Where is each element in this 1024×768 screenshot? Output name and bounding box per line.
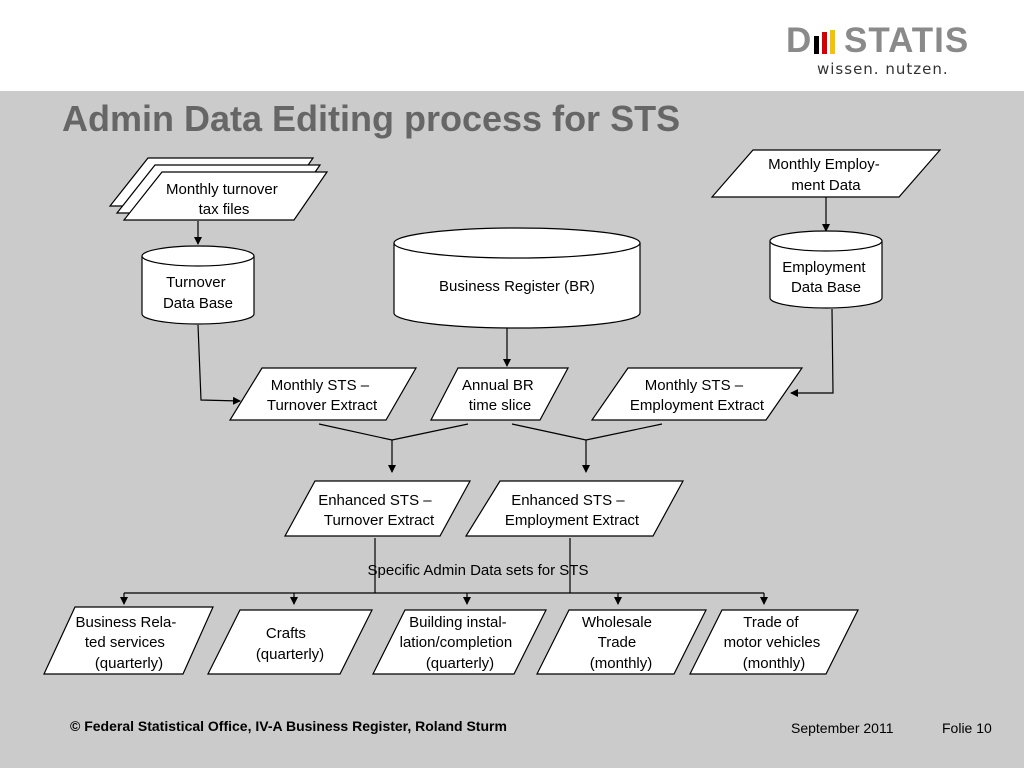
employment-database-label: Employment Data Base (782, 259, 870, 296)
output-crafts (207, 609, 373, 675)
output-building (372, 609, 547, 675)
footer-date: September 2011 (791, 720, 894, 736)
turnover-database-label: Turnover Data Base (163, 274, 233, 312)
annual-br-time-slice (430, 367, 570, 421)
logo-word-statis: STATIS (844, 21, 970, 60)
header-bar: D STATIS wissen. nutzen. (0, 0, 1024, 91)
enhanced-employment-label: Enhanced STS – Employment Extract (505, 492, 640, 529)
employment-data-input (710, 149, 942, 198)
business-register-label: Business Register (BR) (439, 278, 595, 295)
output-business-services (43, 606, 214, 675)
output-wholesale (536, 609, 707, 675)
output-trade-vehicles (689, 609, 859, 675)
output-crafts-label: Crafts (quarterly) (256, 625, 324, 663)
output-trade-vehicles-label: Trade of motor vehicles (monthly) (724, 614, 825, 672)
sts-employment-extract-label: Monthly STS – Employment Extract (630, 377, 765, 414)
german-flag-icon (814, 30, 835, 54)
enhanced-turnover-label: Enhanced STS – Turnover Extract (318, 492, 436, 529)
enhanced-employment-extract (464, 480, 685, 537)
enhanced-turnover-extract (283, 480, 472, 537)
connector-turnover-merge-right (391, 423, 469, 441)
turnover-files-label: Monthly turnover tax files (166, 181, 282, 218)
business-register-cylinder (393, 227, 641, 329)
output-building-label: Building instal- lation/completion (quar… (400, 614, 517, 672)
footer-page-number: Folie 10 (942, 720, 992, 736)
arrow-employment-db-to-sts (790, 308, 834, 397)
logo-tagline: wissen. nutzen. (817, 60, 949, 78)
employment-data-label: Monthly Employ- ment Data (768, 156, 884, 194)
slide-title: Admin Data Editing process for STS (62, 98, 681, 139)
output-business-services-label: Business Rela- ted services (quarterly) (75, 614, 180, 672)
footer-copyright: © Federal Statistical Office, IV-A Busin… (70, 718, 507, 734)
logo-letter-d: D (786, 21, 813, 60)
turnover-database-cylinder (141, 245, 255, 325)
turnover-tax-files-stack (108, 157, 329, 221)
output-wholesale-label: Wholesale Trade (monthly) (582, 614, 656, 672)
connector-employment-merge-right (585, 423, 663, 441)
connector-turnover-merge-left (318, 423, 393, 441)
employment-database-cylinder (769, 230, 883, 309)
arrow-turnover-db-to-sts (197, 324, 241, 405)
annual-br-label: Annual BR time slice (462, 377, 538, 414)
sts-turnover-extract (228, 367, 418, 421)
sts-turnover-extract-label: Monthly STS – Turnover Extract (267, 377, 378, 414)
specific-admin-label: Specific Admin Data sets for STS (368, 562, 589, 579)
connector-employment-merge-left (511, 423, 587, 441)
sts-employment-extract (590, 367, 804, 421)
